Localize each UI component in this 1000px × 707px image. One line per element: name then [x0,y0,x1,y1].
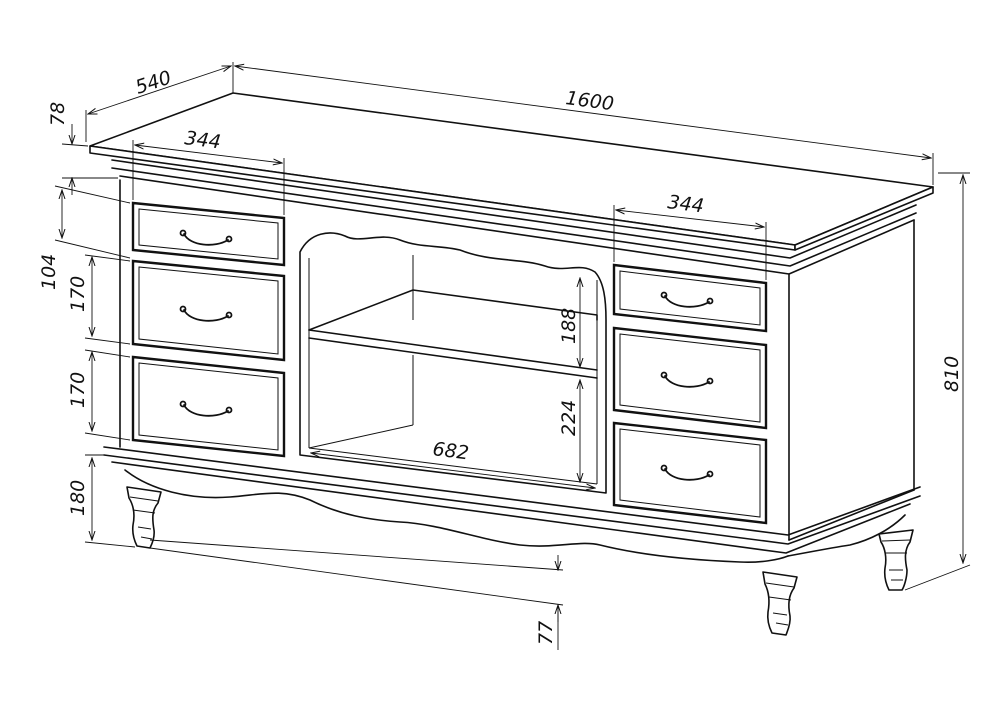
drawer-handle [183,309,229,322]
left-drawers [131,201,286,458]
drawer-handle [664,295,710,308]
drawer-right-1 [612,263,768,333]
dim-depth: 540 [133,67,174,99]
dim-drawer-width-right: 344 [666,191,705,217]
dim-drawer-height-bottom: 170 [67,372,89,408]
drawer-handle [183,233,229,246]
drawer-left-2 [131,259,286,362]
drawer-handle [664,375,710,388]
right-drawers [612,263,768,525]
dim-shelf-width: 682 [431,438,470,464]
dim-base-height: 180 [67,480,89,516]
dim-drawer-height-middle: 170 [67,276,89,312]
dim-lower-shelf-height: 224 [558,400,580,436]
dim-total-height: 810 [941,356,963,392]
dim-upper-shelf-height: 188 [558,308,580,344]
leg-back-right [878,529,914,591]
leg-front-left [126,486,162,549]
dim-length: 1600 [564,87,615,115]
drawer-right-3 [612,421,768,525]
dim-top-thickness: 78 [47,102,69,126]
drawer-left-1 [131,201,286,267]
dimension-labels: 540 1600 78 344 344 104 170 170 188 224 … [38,67,963,645]
leg-front-right [762,571,798,636]
dimension-lines [54,62,971,650]
dim-drawer-width-left: 344 [183,127,222,153]
legs [126,486,914,636]
drawer-handle [664,468,710,481]
dim-top-drawer-height: 104 [38,254,60,290]
dim-leg-height: 77 [535,621,557,645]
drawer-handle [183,404,229,417]
drawer-right-2 [612,326,768,430]
drawer-left-3 [131,355,286,458]
